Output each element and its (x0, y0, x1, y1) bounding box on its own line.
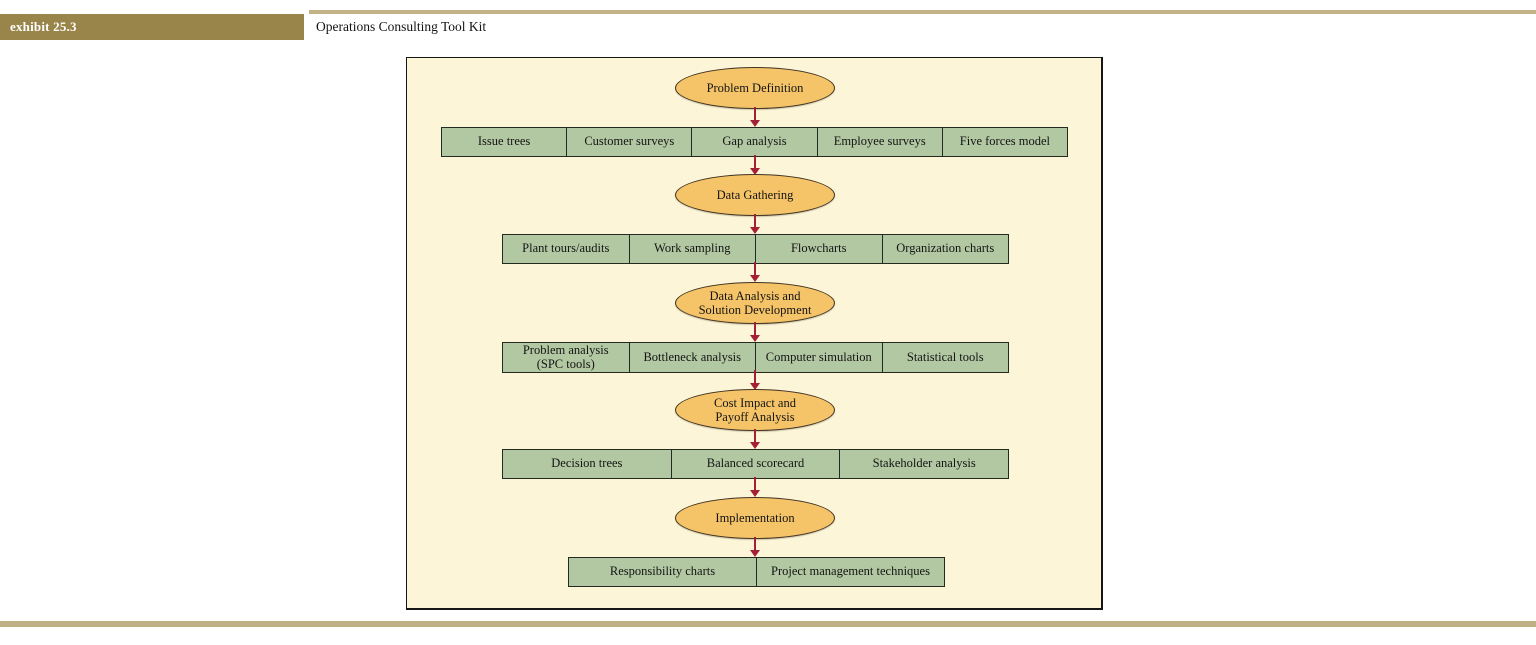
tool-cell-stakeholder-analysis: Stakeholder analysis (839, 450, 1008, 478)
stage-label-implementation: Implementation (715, 511, 795, 525)
tool-label: Flowcharts (790, 241, 847, 256)
tool-cell-responsibility-charts: Responsibility charts (569, 558, 756, 586)
tool-cell-balanced-scorecard: Balanced scorecard (670, 450, 840, 478)
flow-arrow-9 (750, 537, 760, 557)
tool-label: Five forces model (959, 134, 1051, 149)
tool-row-data-analysis: Problem analysis (SPC tools) Bottleneck … (502, 342, 1009, 373)
flow-arrow-1 (750, 107, 760, 127)
tool-cell-bottleneck-analysis: Bottleneck analysis (628, 343, 756, 372)
tool-row-implementation: Responsibility charts Project management… (568, 557, 945, 587)
stage-label-cost-impact-payoff-analysis: Cost Impact and Payoff Analysis (714, 396, 796, 424)
tool-label: Issue trees (477, 134, 531, 149)
flow-arrow-4 (750, 262, 760, 282)
tool-cell-problem-analysis-spc-tools: Problem analysis (SPC tools) (503, 343, 629, 372)
stage-ellipse-implementation: Implementation (675, 497, 835, 539)
tool-cell-five-forces-model: Five forces model (941, 128, 1067, 156)
header-rule (309, 10, 1536, 14)
tool-cell-project-management-techniques: Project management techniques (756, 558, 944, 586)
exhibit-label: exhibit 25.3 (10, 19, 77, 34)
tool-label: Responsibility charts (609, 564, 716, 579)
stage-ellipse-data-analysis-solution-development: Data Analysis and Solution Development (675, 282, 835, 324)
tool-label: Organization charts (896, 241, 995, 256)
flow-arrow-5 (750, 322, 760, 342)
bottom-rule (0, 621, 1536, 627)
tool-label: Project management techniques (771, 564, 930, 579)
tool-label: Computer simulation (765, 349, 872, 364)
page-title: Operations Consulting Tool Kit (316, 19, 487, 34)
stage-ellipse-cost-impact-payoff-analysis: Cost Impact and Payoff Analysis (675, 389, 835, 431)
tool-row-data-gathering: Plant tours/audits Work sampling Flowcha… (502, 234, 1009, 264)
flow-arrow-6 (750, 370, 760, 390)
tool-cell-employee-surveys: Employee surveys (816, 128, 942, 156)
stage-ellipse-data-gathering: Data Gathering (675, 174, 835, 216)
tool-label: Statistical tools (906, 349, 984, 364)
tool-cell-statistical-tools: Statistical tools (881, 343, 1009, 372)
flow-arrow-7 (750, 429, 760, 449)
tool-label: Plant tours/audits (522, 241, 610, 256)
tool-label: Balanced scorecard (706, 456, 805, 471)
tool-row-problem-definition: Issue trees Customer surveys Gap analysi… (441, 127, 1068, 157)
tool-cell-organization-charts: Organization charts (881, 235, 1009, 263)
tool-cell-work-sampling: Work sampling (628, 235, 756, 263)
tool-label: Decision trees (551, 456, 623, 471)
tool-cell-flowcharts: Flowcharts (755, 235, 882, 263)
tool-label: Employee surveys (833, 134, 926, 149)
tool-row-cost-impact: Decision trees Balanced scorecard Stakeh… (502, 449, 1009, 479)
stage-label-data-analysis-solution-development: Data Analysis and Solution Development (698, 289, 812, 317)
tool-cell-computer-simulation: Computer simulation (755, 343, 882, 372)
stage-label-problem-definition: Problem Definition (706, 81, 804, 95)
tool-cell-issue-trees: Issue trees (442, 128, 566, 156)
tool-label: Work sampling (654, 241, 731, 256)
flow-arrow-8 (750, 477, 760, 497)
tool-label: Stakeholder analysis (872, 456, 976, 471)
flow-arrow-3 (750, 214, 760, 234)
tool-label: Gap analysis (722, 134, 787, 149)
tool-label: Customer surveys (584, 134, 675, 149)
tool-cell-plant-tours-audits: Plant tours/audits (503, 235, 629, 263)
stage-ellipse-problem-definition: Problem Definition (675, 67, 835, 109)
flow-arrow-2 (750, 155, 760, 175)
diagram-panel: Problem Definition Issue trees Customer … (406, 57, 1103, 610)
stage-label-data-gathering: Data Gathering (716, 188, 794, 202)
tool-cell-gap-analysis: Gap analysis (691, 128, 816, 156)
tool-cell-customer-surveys: Customer surveys (566, 128, 691, 156)
tool-label: Problem analysis (SPC tools) (522, 343, 609, 371)
exhibit-badge: exhibit 25.3 (0, 14, 304, 40)
tool-label: Bottleneck analysis (643, 349, 742, 364)
tool-cell-decision-trees: Decision trees (503, 450, 671, 478)
